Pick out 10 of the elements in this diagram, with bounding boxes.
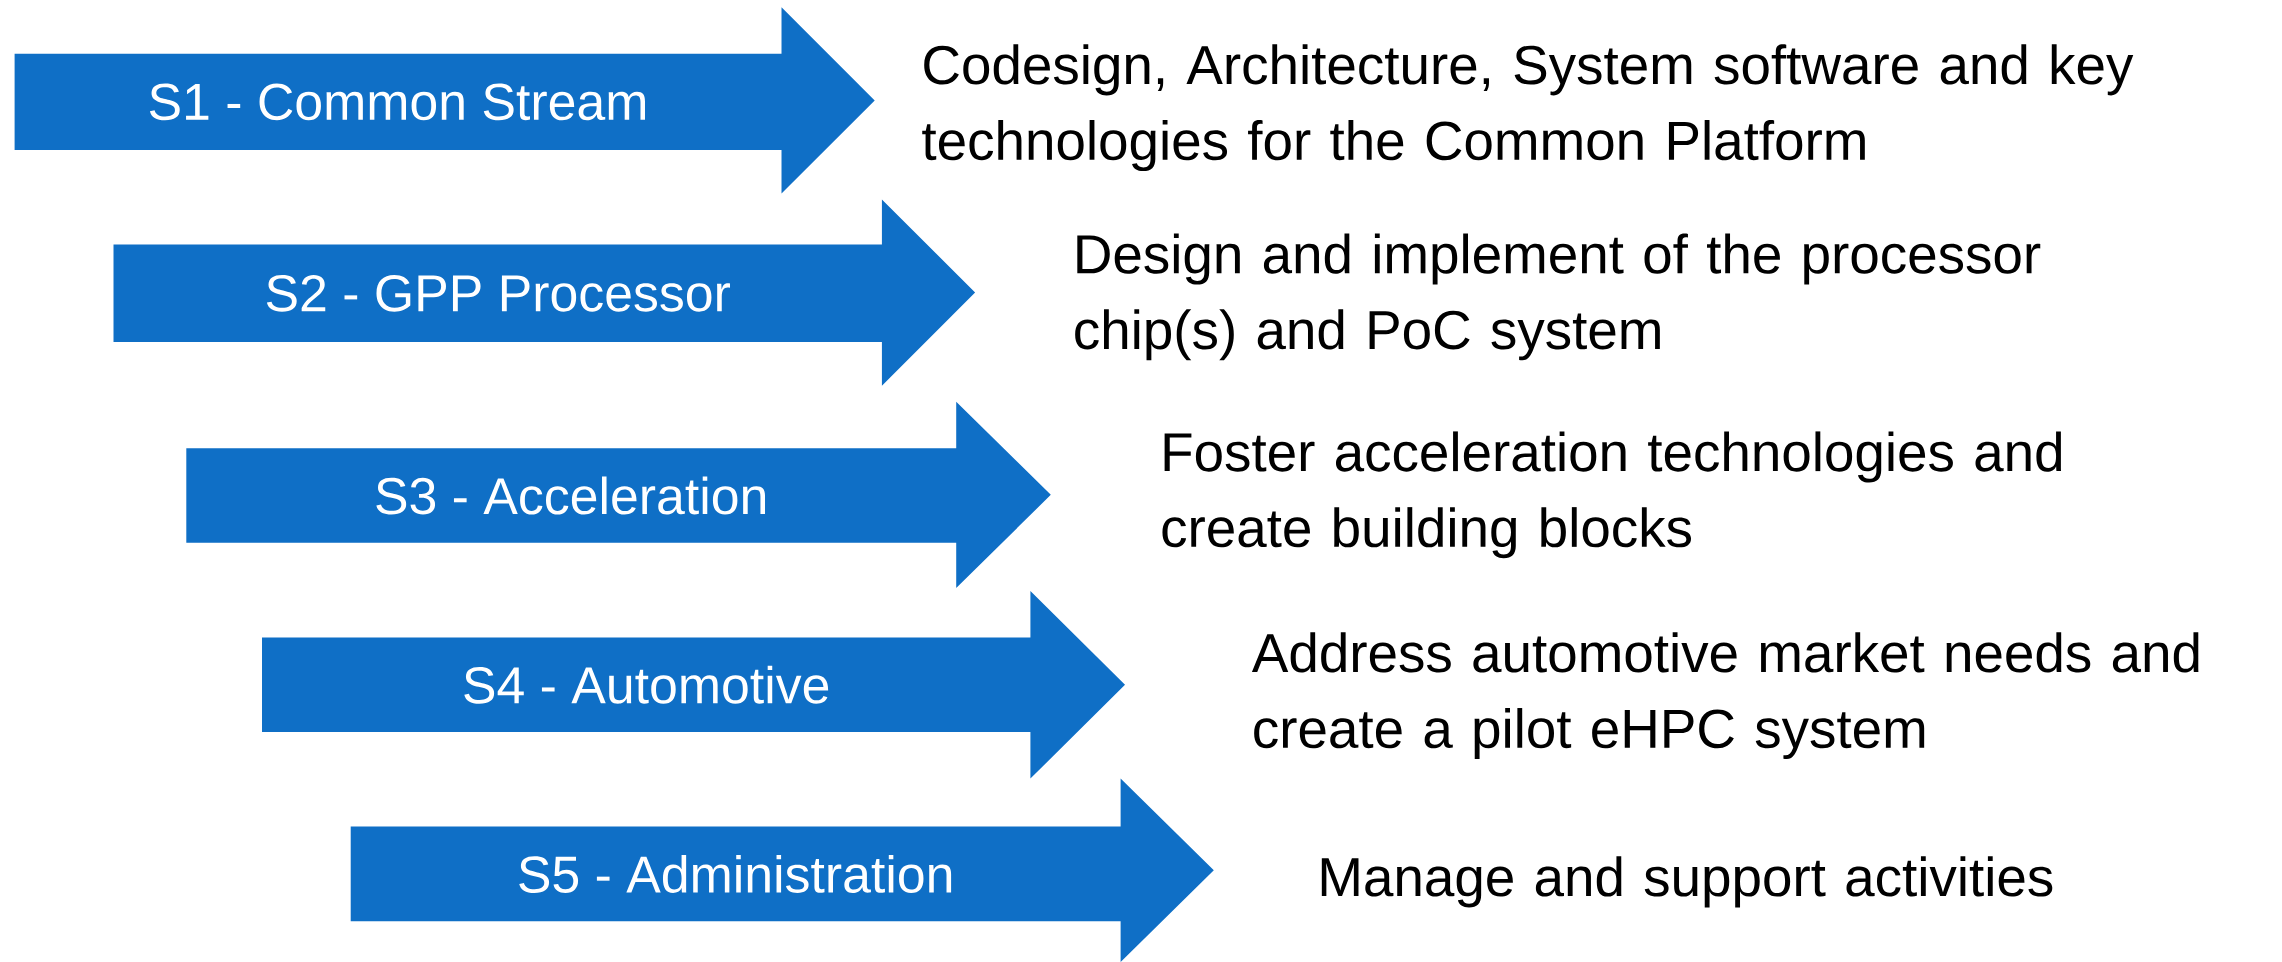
- arrow-box: S3 - Acceleration: [186, 401, 1051, 588]
- arrow-box: S4 - Automotive: [262, 590, 1125, 779]
- arrow-box: S2 - GPP Processor: [113, 199, 976, 386]
- arrow-box: S5 - Administration: [350, 778, 1214, 962]
- arrow-box: S1 - Common Stream: [14, 7, 875, 194]
- description-text: Codesign, Architecture, System software and key technologies for the Common Platform: [922, 44, 2134, 172]
- description-text: Address automotive market needs and create a pilot eHPC system: [1251, 632, 2199, 760]
- description-text: Foster acceleration technologies and create building blocks: [1162, 431, 2062, 559]
- description-text: Manage and support activities: [1321, 856, 2053, 908]
- description-text: Design and implement of the processor chip(s) and PoC system: [1075, 233, 2041, 361]
